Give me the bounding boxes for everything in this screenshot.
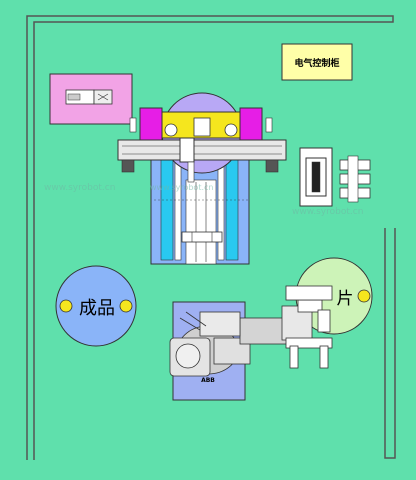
robot-arm: ABB bbox=[169, 285, 333, 384]
control-cabinet: 电气控制柜 bbox=[281, 43, 353, 81]
blank-label: 片 bbox=[337, 289, 354, 309]
gantry-rail bbox=[117, 137, 287, 183]
finished-goods-label: 成品 bbox=[79, 298, 115, 319]
finished-goods-station: 成品 bbox=[55, 265, 137, 347]
wall-outline bbox=[26, 15, 396, 460]
conveyor-panel bbox=[150, 149, 250, 265]
watermark-center: www.syrobot.cn bbox=[150, 183, 213, 192]
control-cabinet-label: 电气控制柜 bbox=[294, 57, 339, 69]
right-fixture bbox=[299, 147, 371, 207]
robot-brand-label: ABB bbox=[201, 377, 215, 384]
pink-feeder-box bbox=[49, 73, 133, 125]
watermark-left: www.syrobot.cn bbox=[44, 183, 115, 193]
blank-station: 片 bbox=[295, 257, 373, 335]
watermark-right: www.syrobot.cn bbox=[292, 207, 363, 217]
